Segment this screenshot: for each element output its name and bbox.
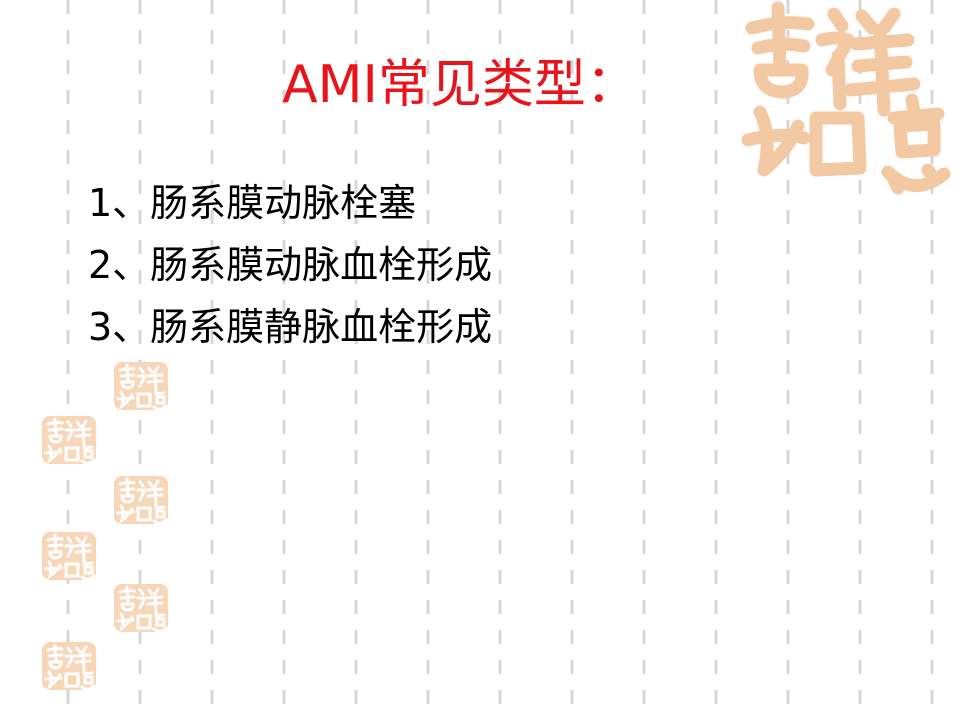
auspicious-seal-icon (112, 582, 170, 634)
list-item: 1、肠系膜动脉栓塞 (88, 181, 417, 225)
auspicious-seal-icon (40, 414, 98, 466)
auspicious-seal-icon (741, 1, 951, 195)
list-item: 3、肠系膜静脉血栓形成 (88, 305, 493, 349)
auspicious-seal-icon (40, 640, 98, 692)
type-list: 1、肠系膜动脉栓塞 2、肠系膜动脉血栓形成 3、肠系膜静脉血栓形成 (88, 172, 492, 358)
slide-title: AMI常见类型： (282, 55, 638, 115)
auspicious-seal-icon (112, 360, 170, 412)
auspicious-seal-icon (40, 530, 98, 582)
list-item: 2、肠系膜动脉血栓形成 (88, 243, 493, 287)
auspicious-seal-icon (112, 474, 170, 526)
